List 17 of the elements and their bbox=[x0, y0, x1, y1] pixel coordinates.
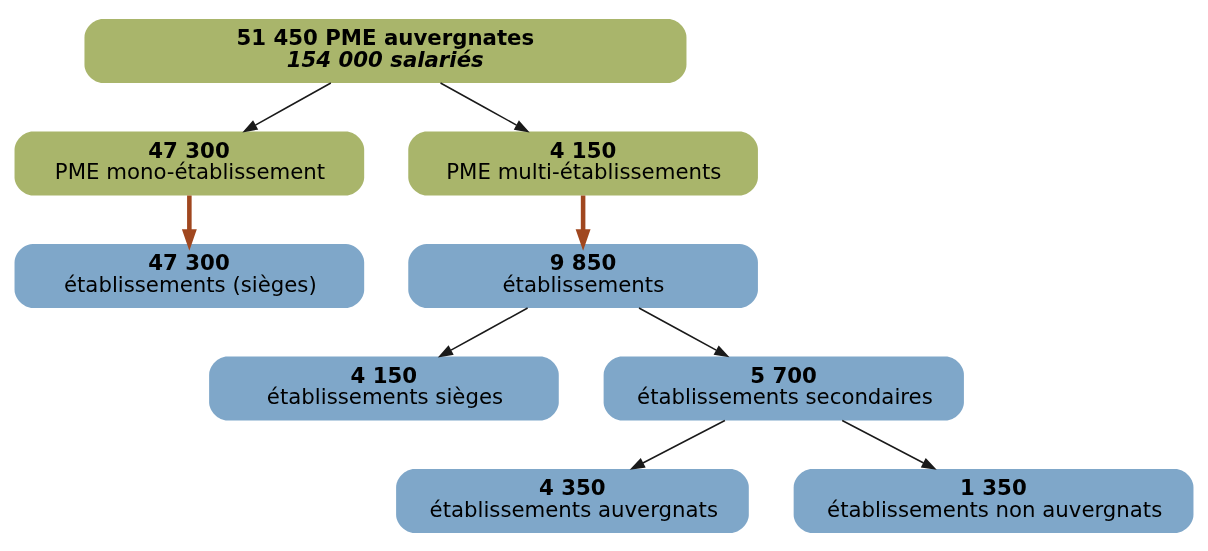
node-box: 5 700 établissements secondaires bbox=[603, 356, 964, 420]
node-box: 9 850 établissements bbox=[408, 243, 758, 308]
node-box: 4 150 PME multi-établissements bbox=[408, 131, 758, 195]
arrow bbox=[242, 81, 332, 132]
arrow bbox=[638, 306, 730, 357]
arrow bbox=[629, 419, 726, 470]
node-box: 4 150 établissements sièges bbox=[209, 356, 559, 420]
node-box: 47 300 PME mono-établissement bbox=[14, 131, 365, 195]
arrow bbox=[437, 306, 529, 357]
node-box: 4 350 établissements auvergnats bbox=[396, 468, 749, 533]
arrow bbox=[575, 195, 591, 251]
node-box: 1 350 établissements non auvergnats bbox=[793, 468, 1194, 533]
node-box: 47 300 établissements (sièges) bbox=[14, 243, 365, 308]
arrow bbox=[841, 419, 937, 470]
arrow bbox=[439, 81, 530, 132]
node-box: 51 450 PME auvergnates 154 000 salariés bbox=[84, 18, 687, 83]
arrow bbox=[181, 195, 197, 251]
